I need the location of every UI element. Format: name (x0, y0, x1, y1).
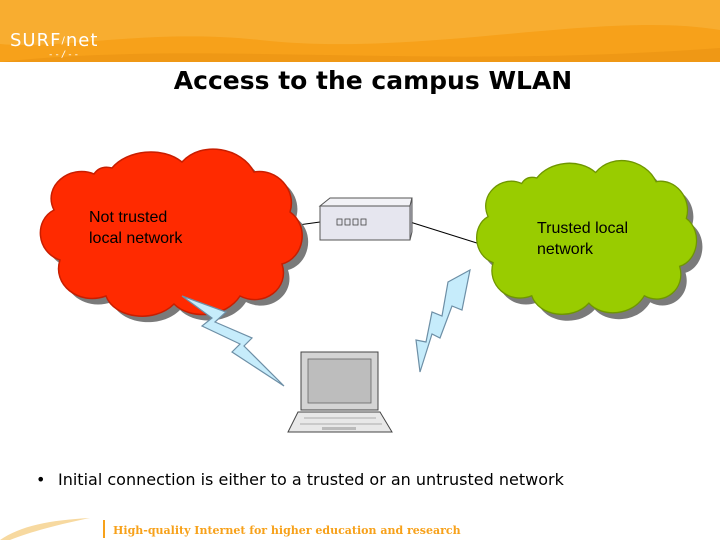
lightning-bolt-icon-left (181, 295, 285, 387)
logo-separator: / (61, 35, 66, 47)
header-bar (0, 0, 720, 62)
logo-subscript: --/-- (48, 50, 81, 60)
footer-swoosh-decoration (0, 518, 90, 540)
footer-tagline: High-quality Internet for higher educati… (113, 524, 461, 537)
logo-suffix: net (65, 30, 99, 51)
bullet-text: Initial connection is either to a truste… (58, 470, 564, 489)
trusted-cloud-label: Trusted local network (537, 220, 628, 258)
logo-text: SURF (10, 30, 62, 51)
untrusted-cloud-label: Not trusted local network (89, 209, 183, 247)
surfnet-logo: SURF/net (10, 30, 98, 51)
laptop-icon (287, 351, 393, 433)
slide-title: Access to the campus WLAN (173, 66, 573, 95)
bullet-item: • Initial connection is either to a trust… (36, 470, 564, 489)
header-wave-decoration (0, 0, 720, 62)
lightning-bolt-icon-right (415, 268, 471, 373)
footer-divider (103, 520, 105, 538)
access-point-icon (318, 197, 413, 241)
bullet-marker: • (36, 470, 46, 489)
link-ap-to-trusted (409, 221, 481, 245)
